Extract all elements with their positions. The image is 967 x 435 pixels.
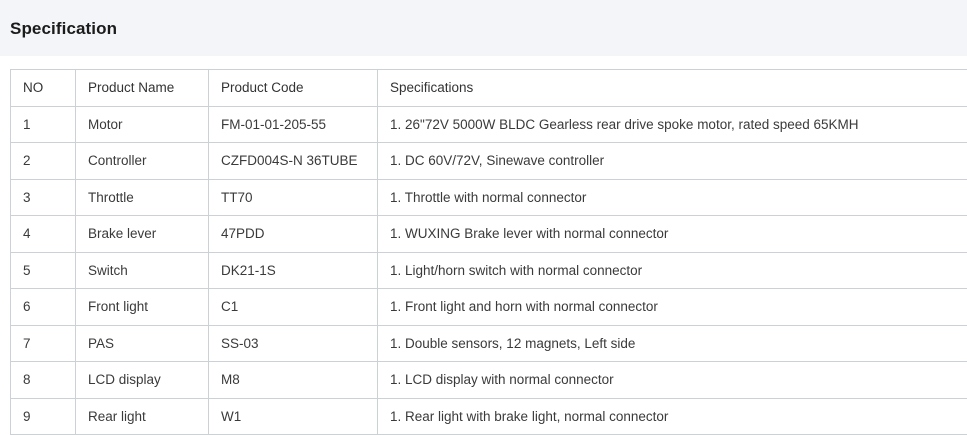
- table-row: 1 Motor FM-01-01-205-55 1. 26"72V 5000W …: [11, 106, 967, 143]
- cell-product-code: W1: [209, 398, 378, 435]
- cell-product-name: Throttle: [76, 179, 209, 216]
- column-header-product-code: Product Code: [209, 70, 378, 107]
- cell-product-name: LCD display: [76, 362, 209, 399]
- cell-no: 6: [11, 289, 76, 326]
- cell-product-name: Rear light: [76, 398, 209, 435]
- cell-specifications: 1. WUXING Brake lever with normal connec…: [378, 216, 967, 253]
- cell-no: 4: [11, 216, 76, 253]
- cell-specifications: 1. 26"72V 5000W BLDC Gearless rear drive…: [378, 106, 967, 143]
- cell-specifications: 1. Throttle with normal connector: [378, 179, 967, 216]
- cell-product-code: FM-01-01-205-55: [209, 106, 378, 143]
- table-row: 8 LCD display M8 1. LCD display with nor…: [11, 362, 967, 399]
- column-header-specifications: Specifications: [378, 70, 967, 107]
- cell-specifications: 1. LCD display with normal connector: [378, 362, 967, 399]
- cell-product-name: Switch: [76, 252, 209, 289]
- cell-no: 5: [11, 252, 76, 289]
- cell-no: 2: [11, 143, 76, 180]
- cell-product-name: Brake lever: [76, 216, 209, 253]
- cell-product-code: C1: [209, 289, 378, 326]
- cell-product-name: Front light: [76, 289, 209, 326]
- table-row: 3 Throttle TT70 1. Throttle with normal …: [11, 179, 967, 216]
- cell-no: 8: [11, 362, 76, 399]
- table-row: 9 Rear light W1 1. Rear light with brake…: [11, 398, 967, 435]
- cell-no: 1: [11, 106, 76, 143]
- cell-specifications: 1. Light/horn switch with normal connect…: [378, 252, 967, 289]
- cell-product-name: PAS: [76, 325, 209, 362]
- cell-product-code: M8: [209, 362, 378, 399]
- column-header-product-name: Product Name: [76, 70, 209, 107]
- table-row: 2 Controller CZFD004S-N 36TUBE 1. DC 60V…: [11, 143, 967, 180]
- cell-specifications: 1. Front light and horn with normal conn…: [378, 289, 967, 326]
- table-row: 5 Switch DK21-1S 1. Light/horn switch wi…: [11, 252, 967, 289]
- specification-section-header: Specification: [0, 0, 967, 56]
- table-header-row: NO Product Name Product Code Specificati…: [11, 70, 967, 107]
- table-header: NO Product Name Product Code Specificati…: [11, 70, 967, 107]
- cell-product-code: CZFD004S-N 36TUBE: [209, 143, 378, 180]
- cell-specifications: 1. Double sensors, 12 magnets, Left side: [378, 325, 967, 362]
- specification-table: NO Product Name Product Code Specificati…: [10, 69, 967, 435]
- cell-specifications: 1. DC 60V/72V, Sinewave controller: [378, 143, 967, 180]
- cell-product-code: 47PDD: [209, 216, 378, 253]
- cell-product-code: DK21-1S: [209, 252, 378, 289]
- cell-product-name: Motor: [76, 106, 209, 143]
- header-table-spacer: [0, 56, 967, 69]
- cell-no: 7: [11, 325, 76, 362]
- table-row: 7 PAS SS-03 1. Double sensors, 12 magnet…: [11, 325, 967, 362]
- table-body: 1 Motor FM-01-01-205-55 1. 26"72V 5000W …: [11, 106, 967, 435]
- cell-no: 3: [11, 179, 76, 216]
- cell-specifications: 1. Rear light with brake light, normal c…: [378, 398, 967, 435]
- column-header-no: NO: [11, 70, 76, 107]
- cell-no: 9: [11, 398, 76, 435]
- specification-table-wrapper: NO Product Name Product Code Specificati…: [0, 69, 967, 435]
- page-title: Specification: [10, 20, 117, 37]
- cell-product-name: Controller: [76, 143, 209, 180]
- table-row: 6 Front light C1 1. Front light and horn…: [11, 289, 967, 326]
- table-row: 4 Brake lever 47PDD 1. WUXING Brake leve…: [11, 216, 967, 253]
- cell-product-code: SS-03: [209, 325, 378, 362]
- cell-product-code: TT70: [209, 179, 378, 216]
